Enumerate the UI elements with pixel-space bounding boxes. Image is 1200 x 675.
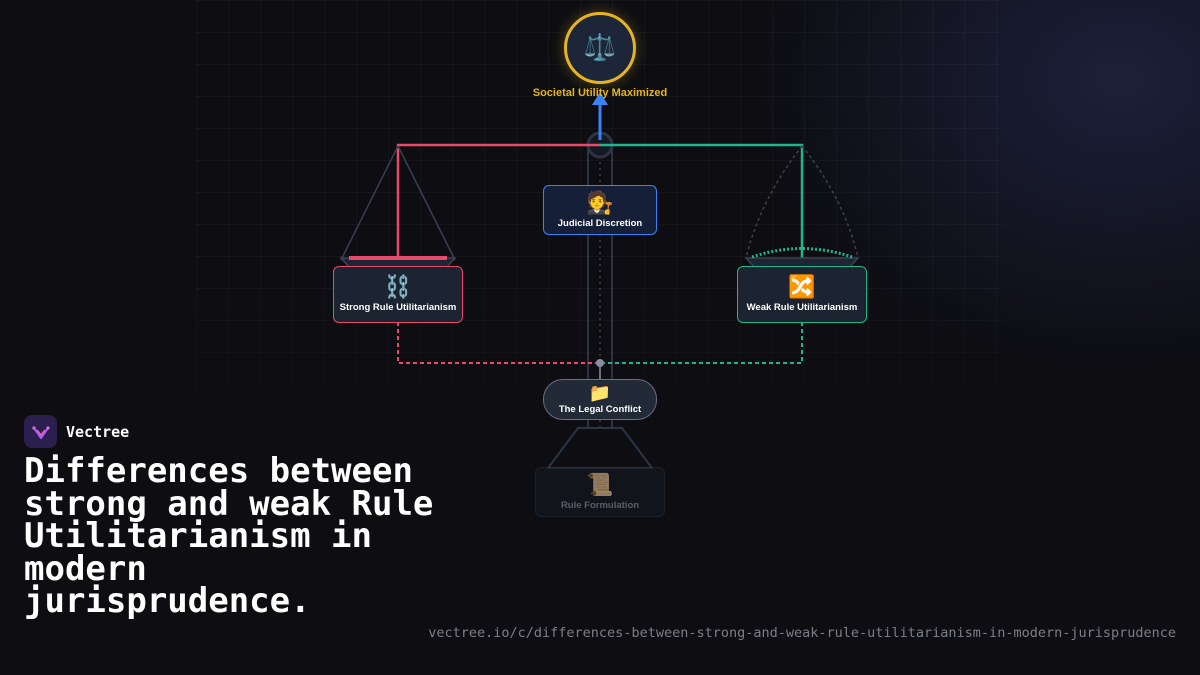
judge-icon: 🧑‍⚖️ — [586, 190, 614, 216]
utility-arrowhead — [592, 92, 608, 105]
beam-right — [600, 143, 804, 260]
chains-icon: ⛓️ — [384, 275, 412, 300]
brand: Vectree — [24, 415, 129, 448]
right-pan-string-a — [745, 145, 803, 259]
weak-rule-label: Weak Rule Utilitarianism — [746, 302, 858, 313]
legal-conflict-node[interactable]: 📁 The Legal Conflict — [543, 379, 657, 420]
right-pan-string-b — [801, 145, 859, 259]
scale-base — [546, 427, 654, 469]
vectree-logo-icon — [24, 415, 57, 448]
strong-connector — [397, 322, 600, 364]
folder-icon: 📁 — [588, 383, 612, 404]
judicial-discretion-node[interactable]: 🧑‍⚖️ Judicial Discretion — [543, 185, 657, 235]
page-title: Differences between strong and weak Rule… — [24, 451, 434, 621]
rule-formulation-node[interactable]: 📜 Rule Formulation — [535, 467, 665, 517]
legal-conflict-label: The Legal Conflict — [558, 404, 642, 415]
shuffle-icon: 🔀 — [788, 275, 816, 300]
beam-left — [396, 143, 600, 260]
junction-dot — [596, 359, 604, 367]
weak-connector — [600, 322, 803, 364]
rule-formulation-label: Rule Formulation — [560, 499, 640, 511]
top-utility-node[interactable]: ⚖️ — [564, 12, 636, 84]
scroll-icon: 📜 — [586, 472, 614, 498]
top-utility-label: Societal Utility Maximized — [532, 87, 668, 99]
page-url[interactable]: vectree.io/c/differences-between-strong-… — [428, 625, 1176, 641]
judicial-discretion-label: Judicial Discretion — [557, 217, 643, 229]
weak-rule-node[interactable]: 🔀 Weak Rule Utilitarianism — [737, 266, 867, 323]
strong-rule-label: Strong Rule Utilitarianism — [339, 302, 457, 313]
left-pan-string-b — [397, 145, 456, 261]
balance-scale-icon: ⚖️ — [583, 33, 617, 63]
brand-name: Vectree — [66, 422, 130, 441]
left-pan-string-a — [340, 145, 399, 261]
strong-rule-node[interactable]: ⛓️ Strong Rule Utilitarianism — [333, 266, 463, 323]
